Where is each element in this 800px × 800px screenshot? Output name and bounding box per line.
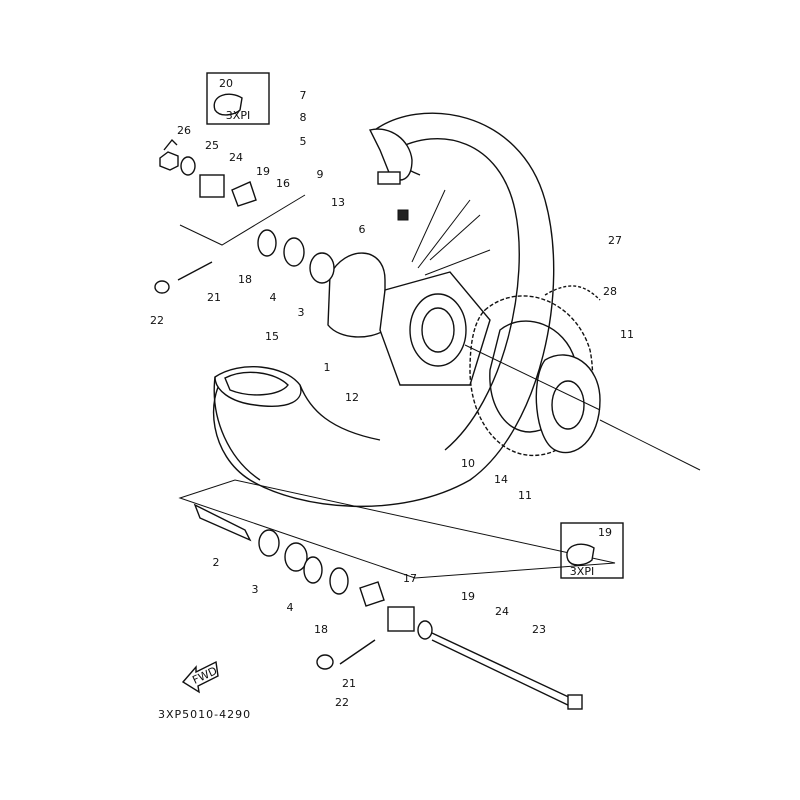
part-label: 3XPI [570,565,594,578]
part-label: 20 [219,77,233,90]
tire [213,112,555,508]
rim-lock [377,171,401,185]
part-label: 25 [205,139,219,152]
part-label: 22 [150,314,164,327]
part-label: 6 [359,223,366,236]
part-label: 19 [598,526,612,539]
part-label: 23 [532,623,546,636]
part-label: 19 [461,590,475,603]
assembly-lines [178,194,701,579]
part-label: 21 [207,291,221,304]
fwd-arrow: FWD [181,660,219,694]
drive-chain [544,285,601,301]
part-labels: 203XPI7859136262524191618432122272811151… [150,77,634,709]
inset-box-right [560,522,624,579]
part-label: 18 [238,273,252,286]
part-label: 18 [314,623,328,636]
part-label: 24 [495,605,509,618]
part-label: 8 [300,111,307,124]
part-label: 27 [608,234,622,247]
drawing-code: 3XP5010-4290 [158,708,251,721]
part-label: 15 [265,330,279,343]
part-label: 19 [256,165,270,178]
spokes [411,189,491,276]
part-label: 13 [331,196,345,209]
part-label: 14 [494,473,508,486]
part-label: 17 [403,572,417,585]
part-label: 26 [177,124,191,137]
hub [327,252,491,386]
inset-box-top [206,72,270,125]
part-label: 2 [213,556,220,569]
part-label: 3 [298,306,305,319]
left-adjuster-parts [154,138,335,294]
part-label: 21 [342,677,356,690]
part-label: 1 [324,361,331,374]
sprocket-carrier [535,354,601,454]
part-label: 10 [461,457,475,470]
part-label: 3XPI [226,109,250,122]
part-label: 28 [603,285,617,298]
valve-cap [397,209,409,221]
part-label: 11 [518,489,532,502]
inset-part-right [566,543,595,566]
part-label: 9 [317,168,324,181]
part-label: 3 [252,583,259,596]
inset-part-top [213,93,243,116]
part-label: 4 [270,291,277,304]
part-label: 12 [345,391,359,404]
part-label: 16 [276,177,290,190]
part-label: 7 [300,89,307,102]
part-label: 24 [229,151,243,164]
part-label: 22 [335,696,349,709]
right-adjuster-parts [193,503,583,710]
part-label: 11 [620,328,634,341]
part-label: 4 [287,601,294,614]
part-label: 5 [300,135,307,148]
